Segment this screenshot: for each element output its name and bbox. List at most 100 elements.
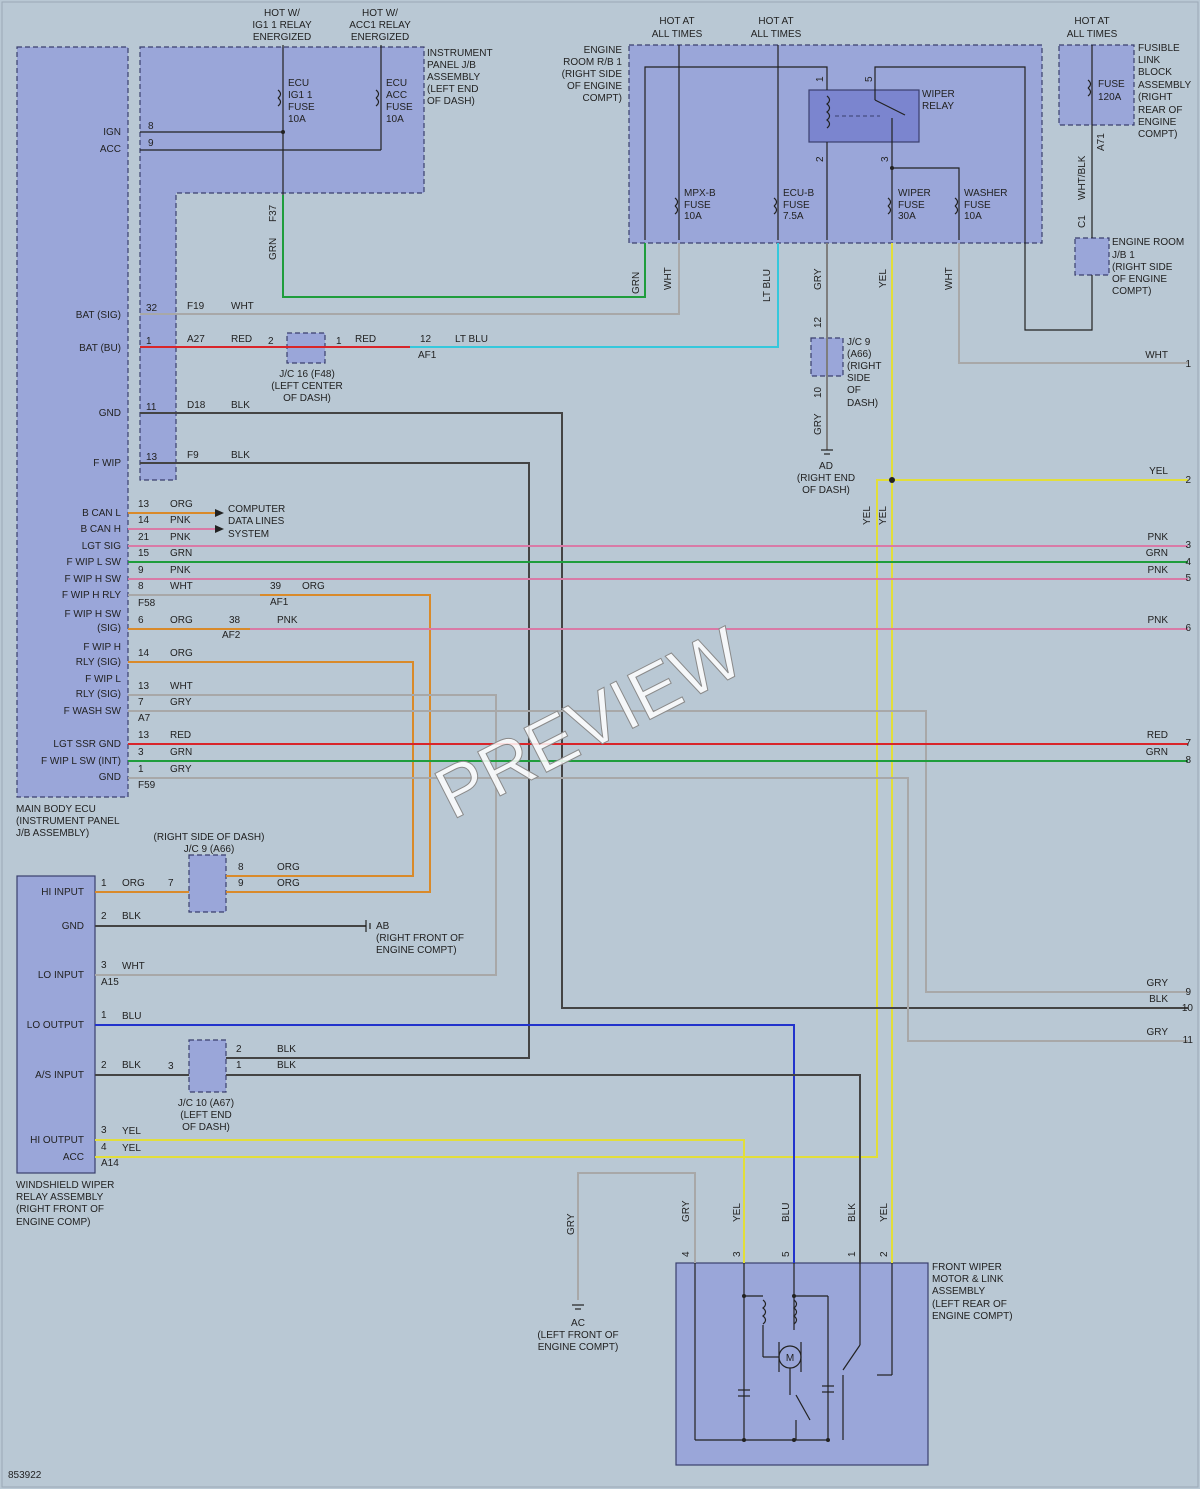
svg-text:OF DASH): OF DASH) bbox=[182, 1122, 230, 1133]
svg-text:9: 9 bbox=[238, 878, 244, 889]
svg-text:F WIP L: F WIP L bbox=[85, 674, 121, 685]
svg-text:FUSE: FUSE bbox=[783, 200, 810, 211]
svg-text:WIPER: WIPER bbox=[898, 188, 931, 199]
vertical-wire-labels: F37 GRN GRN WHT LT BLU GRY YEL WHT WHT/B… bbox=[268, 76, 1107, 1257]
svg-text:FUSE: FUSE bbox=[684, 200, 711, 211]
svg-text:(RIGHT SIDE: (RIGHT SIDE bbox=[1112, 262, 1173, 273]
svg-text:FUSE: FUSE bbox=[1098, 79, 1125, 90]
svg-text:(RIGHT SIDE OF DASH): (RIGHT SIDE OF DASH) bbox=[154, 832, 265, 843]
svg-text:F WIP H: F WIP H bbox=[83, 642, 121, 653]
svg-text:ECU-B: ECU-B bbox=[783, 188, 814, 199]
svg-text:GRY: GRY bbox=[566, 1213, 577, 1235]
hot-at-all-times-1a: HOT AT bbox=[659, 16, 694, 27]
svg-text:ORG: ORG bbox=[302, 581, 325, 592]
svg-text:1: 1 bbox=[146, 336, 152, 347]
svg-text:ENGINE COMPT): ENGINE COMPT) bbox=[932, 1311, 1013, 1322]
svg-text:D18: D18 bbox=[187, 400, 206, 411]
svg-text:BLU: BLU bbox=[781, 1203, 792, 1222]
svg-text:GND: GND bbox=[99, 772, 121, 783]
svg-text:ASSEMBLY: ASSEMBLY bbox=[932, 1286, 985, 1297]
svg-text:OF DASH): OF DASH) bbox=[283, 393, 331, 404]
svg-text:(RIGHT: (RIGHT bbox=[847, 361, 881, 372]
svg-text:ORG: ORG bbox=[122, 878, 145, 889]
ip-jb-label: INSTRUMENT PANEL J/B ASSEMBLY (LEFT END … bbox=[427, 48, 493, 107]
svg-text:2: 2 bbox=[1185, 475, 1191, 486]
svg-text:GRN: GRN bbox=[631, 272, 642, 294]
svg-text:2: 2 bbox=[236, 1044, 242, 1055]
svg-text:(LEFT END: (LEFT END bbox=[427, 84, 479, 95]
svg-text:PNK: PNK bbox=[170, 515, 191, 526]
svg-text:BLK: BLK bbox=[847, 1203, 858, 1222]
svg-text:ENGINE COMP): ENGINE COMP) bbox=[16, 1217, 90, 1228]
svg-text:RED: RED bbox=[355, 334, 376, 345]
hot-ig1-label-2: IG1 1 RELAY bbox=[252, 20, 312, 31]
svg-text:WHT: WHT bbox=[1145, 350, 1168, 361]
fusible-link-label: FUSIBLE LINK BLOCK ASSEMBLY (RIGHT REAR … bbox=[1138, 43, 1191, 140]
svg-text:14: 14 bbox=[138, 648, 150, 659]
wiper-relay-label: WIPER RELAY bbox=[922, 89, 955, 112]
motor-symbol: M bbox=[786, 1353, 794, 1364]
svg-text:WIPER: WIPER bbox=[922, 89, 955, 100]
svg-text:10: 10 bbox=[813, 386, 824, 398]
svg-text:RED: RED bbox=[170, 730, 191, 741]
svg-text:GRY: GRY bbox=[1147, 978, 1169, 989]
svg-text:6: 6 bbox=[138, 615, 144, 626]
ecu-connector-numbers: 8 9 32 1 11 13 13 14 21 15 9 8 6 14 13 7… bbox=[138, 121, 158, 791]
svg-text:2: 2 bbox=[101, 1060, 107, 1071]
ecu-pin-labels: IGN ACC BAT (SIG) BAT (BU) GND F WIP B C… bbox=[41, 127, 122, 783]
svg-text:INSTRUMENT: INSTRUMENT bbox=[427, 48, 493, 59]
svg-text:GRY: GRY bbox=[813, 268, 824, 290]
svg-text:2: 2 bbox=[815, 156, 826, 162]
svg-text:SIDE: SIDE bbox=[847, 373, 871, 384]
svg-text:ENGINE COMPT): ENGINE COMPT) bbox=[538, 1342, 619, 1353]
svg-text:F WIP H RLY: F WIP H RLY bbox=[62, 590, 121, 601]
svg-text:GRN: GRN bbox=[170, 747, 192, 758]
svg-text:12: 12 bbox=[420, 334, 432, 345]
svg-text:WHT/BLK: WHT/BLK bbox=[1077, 155, 1088, 200]
svg-text:OF: OF bbox=[847, 385, 861, 396]
svg-text:A15: A15 bbox=[101, 977, 119, 988]
svg-text:GRY: GRY bbox=[681, 1200, 692, 1222]
svg-text:RELAY ASSEMBLY: RELAY ASSEMBLY bbox=[16, 1192, 104, 1203]
svg-text:10A: 10A bbox=[964, 211, 982, 222]
svg-text:BLK: BLK bbox=[231, 450, 250, 461]
svg-text:C1: C1 bbox=[1077, 215, 1088, 228]
svg-text:8: 8 bbox=[1185, 755, 1191, 766]
relay-pin-labels: HI INPUT GND LO INPUT LO OUTPUT A/S INPU… bbox=[27, 878, 145, 1169]
svg-text:12: 12 bbox=[813, 316, 824, 328]
svg-text:WHT: WHT bbox=[170, 581, 193, 592]
svg-text:ROOM R/B 1: ROOM R/B 1 bbox=[563, 57, 622, 68]
svg-text:J/B 1: J/B 1 bbox=[1112, 250, 1135, 261]
svg-text:1: 1 bbox=[336, 336, 342, 347]
svg-text:13: 13 bbox=[138, 730, 150, 741]
engine-room-jb-label: ENGINE ROOM J/B 1 (RIGHT SIDE OF ENGINE … bbox=[1112, 237, 1184, 297]
svg-text:10A: 10A bbox=[386, 114, 404, 125]
ground-ac-label: AC (LEFT FRONT OF ENGINE COMPT) bbox=[537, 1318, 618, 1353]
svg-text:MPX-B: MPX-B bbox=[684, 188, 716, 199]
svg-text:YEL: YEL bbox=[1149, 466, 1168, 477]
svg-text:HI OUTPUT: HI OUTPUT bbox=[30, 1135, 84, 1146]
svg-text:BLK: BLK bbox=[122, 911, 141, 922]
relay-assembly-label: WINDSHIELD WIPER RELAY ASSEMBLY (RIGHT F… bbox=[16, 1180, 114, 1228]
svg-text:FUSE: FUSE bbox=[386, 102, 413, 113]
svg-text:WINDSHIELD WIPER: WINDSHIELD WIPER bbox=[16, 1180, 114, 1191]
figure-id: 853922 bbox=[8, 1470, 42, 1481]
svg-text:ASSEMBLY: ASSEMBLY bbox=[1138, 80, 1191, 91]
svg-text:BLU: BLU bbox=[122, 1011, 141, 1022]
svg-text:39: 39 bbox=[270, 581, 282, 592]
svg-text:(SIG): (SIG) bbox=[97, 623, 121, 634]
svg-text:30A: 30A bbox=[898, 211, 916, 222]
svg-text:YEL: YEL bbox=[879, 1203, 890, 1222]
svg-text:11: 11 bbox=[1183, 1035, 1194, 1046]
svg-text:9: 9 bbox=[148, 138, 154, 149]
svg-text:15: 15 bbox=[138, 548, 150, 559]
svg-text:38: 38 bbox=[229, 615, 241, 626]
svg-text:(A66): (A66) bbox=[847, 349, 871, 360]
svg-text:1: 1 bbox=[101, 1010, 107, 1021]
svg-text:6: 6 bbox=[1185, 623, 1191, 634]
svg-text:LGT SSR GND: LGT SSR GND bbox=[53, 739, 121, 750]
svg-text:9: 9 bbox=[1185, 987, 1191, 998]
svg-text:B CAN L: B CAN L bbox=[82, 508, 121, 519]
svg-text:BAT (SIG): BAT (SIG) bbox=[76, 310, 121, 321]
svg-text:ASSEMBLY: ASSEMBLY bbox=[427, 72, 480, 83]
